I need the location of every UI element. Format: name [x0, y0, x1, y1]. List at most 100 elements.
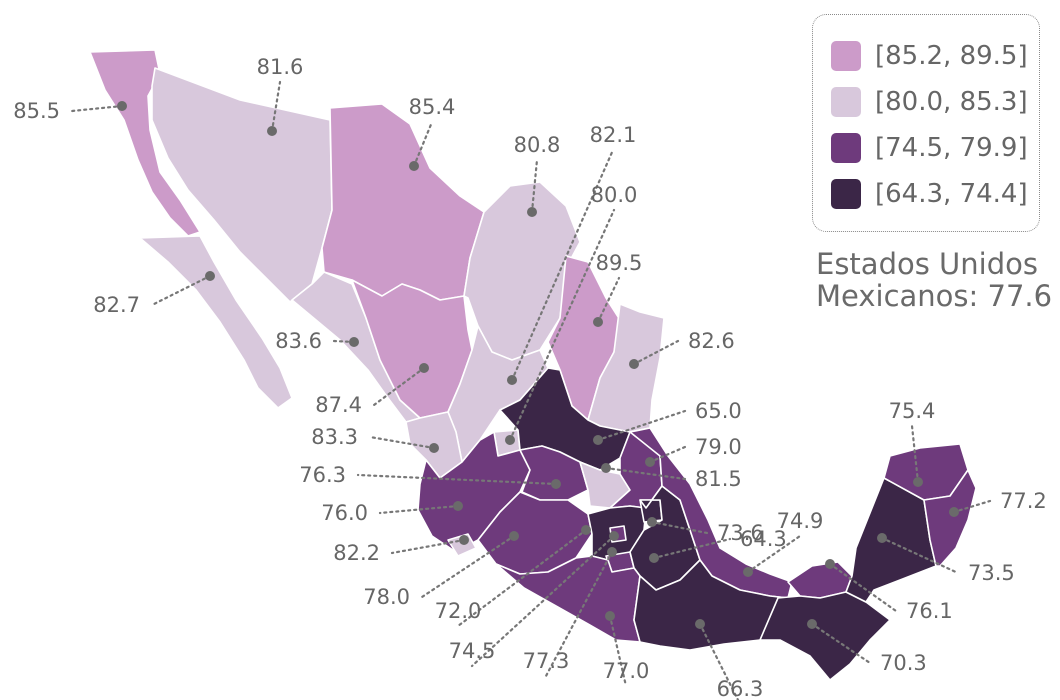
marker-dot-queretaro: [601, 463, 611, 473]
leader-line-baja-california: [70, 104, 124, 113]
state-zacatecas[interactable]: [447, 325, 549, 463]
leader-line-durango: [372, 366, 426, 407]
legend-swatch-bin-1: [831, 41, 861, 71]
value-label-morelos: 77.3: [523, 649, 570, 673]
legend-label-bin-4: [64.3, 74.4]: [875, 179, 1028, 209]
leader-line-coahuila: [530, 158, 539, 214]
state-guerrero[interactable]: [495, 555, 641, 643]
leader-line-morelos: [544, 550, 614, 678]
marker-dot-durango: [419, 363, 429, 373]
value-label-chiapas: 70.3: [880, 651, 927, 675]
marker-dot-ciudad-de-mexico: [609, 531, 619, 541]
state-chiapas[interactable]: [759, 591, 891, 681]
value-label-chihuahua: 85.4: [409, 95, 456, 119]
legend-label-bin-2: [80.0, 85.3]: [875, 87, 1028, 117]
leader-line-queretaro: [604, 466, 687, 481]
marker-dot-estado-de-mexico: [581, 525, 591, 535]
value-label-veracruz: 74.9: [777, 509, 824, 533]
marker-dot-nayarit: [429, 443, 439, 453]
value-label-durango: 87.4: [315, 393, 362, 417]
national-average: Estados Unidos Mexicanos: 77.6: [816, 248, 1052, 312]
legend-item-bin-3: [74.5, 79.9]: [831, 133, 1028, 163]
marker-dot-colima: [459, 535, 469, 545]
marker-dot-coahuila: [527, 207, 537, 217]
value-label-hidalgo: 79.0: [695, 435, 742, 459]
marker-dot-nuevo-leon: [593, 317, 603, 327]
marker-dot-yucatan: [913, 477, 923, 487]
marker-dot-michoacan: [509, 531, 519, 541]
value-label-quintana-roo: 77.2: [1000, 489, 1047, 513]
leader-line-oaxaca: [698, 622, 740, 700]
value-label-nayarit: 83.3: [311, 425, 358, 449]
value-label-estado-de-mexico: 72.0: [435, 599, 482, 623]
value-label-san-luis-potosi: 65.0: [695, 399, 742, 423]
value-label-campeche: 73.5: [968, 561, 1015, 585]
leader-line-nayarit: [368, 435, 436, 450]
marker-dot-sinaloa: [349, 337, 359, 347]
legend-swatch-bin-4: [831, 179, 861, 209]
value-label-baja-california: 85.5: [13, 99, 60, 123]
state-chihuahua[interactable]: [321, 103, 485, 301]
value-label-sonora: 81.6: [257, 55, 304, 79]
marker-dot-sonora: [267, 126, 277, 136]
leader-line-sonora: [270, 80, 282, 133]
leader-line-zacatecas: [510, 148, 615, 382]
value-label-oaxaca: 66.3: [717, 677, 764, 700]
state-regions: [89, 49, 977, 681]
leader-line-colima: [390, 538, 466, 555]
value-label-tamaulipas: 82.6: [688, 329, 735, 353]
leader-line-jalisco: [378, 504, 460, 515]
marker-dot-campeche: [877, 533, 887, 543]
value-label-queretaro: 81.5: [695, 467, 742, 491]
marker-dot-guerrero: [605, 611, 615, 621]
marker-dot-aguascalientes: [505, 435, 515, 445]
marker-dot-puebla: [649, 553, 659, 563]
legend: [85.2, 89.5] [80.0, 85.3] [74.5, 79.9] […: [812, 14, 1040, 232]
value-label-aguascalientes: 80.0: [591, 183, 638, 207]
legend-item-bin-1: [85.2, 89.5]: [831, 41, 1028, 71]
value-label-coahuila: 80.8: [514, 133, 561, 157]
marker-dot-veracruz: [743, 567, 753, 577]
marker-dot-guanajuato: [551, 479, 561, 489]
leader-line-yucatan: [910, 424, 920, 484]
leader-line-campeche: [880, 536, 960, 575]
leader-line-tabasco: [828, 562, 898, 613]
leader-line-estado-de-mexico: [456, 528, 588, 628]
marker-dot-baja-california: [117, 101, 127, 111]
marker-dot-tlaxcala: [647, 517, 657, 527]
value-label-tabasco: 76.1: [906, 599, 953, 623]
marker-dot-tabasco: [825, 559, 835, 569]
marker-dot-chiapas: [807, 619, 817, 629]
value-label-jalisco: 76.0: [321, 501, 368, 525]
value-label-michoacan: 78.0: [363, 585, 410, 609]
value-label-ciudad-de-mexico: 74.5: [449, 639, 496, 663]
leader-line-guanajuato: [356, 473, 558, 486]
value-label-colima: 82.2: [333, 541, 380, 565]
leader-line-hidalgo: [648, 445, 687, 464]
legend-swatch-bin-2: [831, 87, 861, 117]
leader-line-chihuahua: [412, 120, 434, 168]
leader-line-quintana-roo: [952, 499, 992, 514]
marker-dot-zacatecas: [507, 375, 517, 385]
leader-line-baja-california-sur: [150, 274, 212, 307]
value-label-zacatecas: 82.1: [590, 123, 637, 147]
leader-line-chiapas: [810, 622, 872, 665]
leader-line-veracruz: [746, 534, 802, 574]
value-label-puebla: 64.3: [740, 527, 787, 551]
legend-swatch-bin-3: [831, 133, 861, 163]
state-baja-california-sur[interactable]: [139, 235, 293, 409]
marker-dot-jalisco: [453, 501, 463, 511]
marker-dot-chihuahua: [409, 161, 419, 171]
state-quintana-roo[interactable]: [923, 469, 977, 567]
marker-dot-tamaulipas: [629, 359, 639, 369]
leader-line-ciudad-de-mexico: [470, 534, 616, 668]
marker-dot-hidalgo: [645, 457, 655, 467]
value-label-nuevo-leon: 89.5: [596, 251, 643, 275]
value-label-sinaloa: 83.6: [275, 329, 322, 353]
marker-dot-san-luis-potosi: [593, 435, 603, 445]
leader-line-tamaulipas: [632, 339, 680, 366]
state-jalisco[interactable]: [417, 431, 531, 553]
national-average-line-2: Mexicanos: 77.6: [816, 279, 1053, 313]
state-guanajuato[interactable]: [519, 445, 589, 501]
